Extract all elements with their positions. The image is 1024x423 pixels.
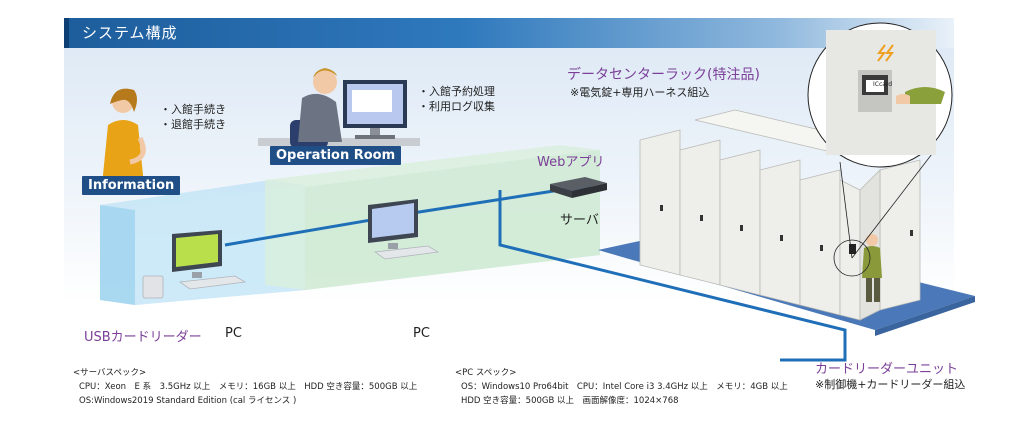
rack-card-reader xyxy=(849,244,856,254)
usb-card-reader xyxy=(142,275,164,299)
rack-cabinets xyxy=(639,109,921,321)
server-label: サーバ xyxy=(560,213,599,228)
title-bar xyxy=(64,18,954,48)
operator-person xyxy=(290,68,342,148)
usb-reader-label: USBカードリーダー xyxy=(84,330,202,345)
server-box xyxy=(550,177,607,198)
pc-spec-heading: <PC スペック> xyxy=(455,368,517,378)
information-bullet-1: ・入館手続き xyxy=(160,103,226,116)
information-bullet-2: ・退館手続き xyxy=(160,118,226,131)
ic-card-label: ICcard xyxy=(873,81,893,88)
card-unit-note: ※制御機+カードリーダー組込 xyxy=(815,378,966,391)
operation-room-bullet-2: ・利用ログ収集 xyxy=(418,100,495,113)
engineer-person xyxy=(862,234,882,302)
pc-spec-line-1: OS：Windows10 Pro64bit CPU：Intel Core i3 … xyxy=(461,382,788,392)
information-bullets: ・入館手続き ・退館手続き xyxy=(160,102,226,132)
zoom-callout xyxy=(807,22,953,168)
page-title: システム構成 xyxy=(82,24,178,42)
pc-label-2: PC xyxy=(413,326,430,341)
operation-room-bullet-1: ・入館予約処理 xyxy=(418,85,495,98)
web-app-label: Webアプリ xyxy=(537,155,605,170)
rack-title: データセンターラック(特注品) xyxy=(567,67,760,83)
operation-room-bullets: ・入館予約処理 ・利用ログ収集 xyxy=(418,84,495,114)
information-label: Information xyxy=(82,176,181,195)
pc-spec: <PC スペック> OS：Windows10 Pro64bit CPU：Inte… xyxy=(455,366,788,408)
information-zone xyxy=(100,180,305,305)
server-spec-line-1: CPU：Xeon E 系 3.5GHz 以上 メモリ：16GB 以上 HDD 空… xyxy=(79,382,418,392)
server-spec-line-2: OS:Windows2019 Standard Edition (cal ライセ… xyxy=(79,396,297,406)
zoom-callout-lines xyxy=(833,149,936,277)
title-accent xyxy=(64,18,69,48)
card-unit-title: カードリーダーユニット xyxy=(815,362,959,377)
rack-handles xyxy=(660,205,913,251)
pc-spec-line-2: HDD 空き容量：500GB 以上 画面解像度：1024×768 xyxy=(461,396,679,406)
server-spec-heading: <サーバスペック> xyxy=(73,368,147,378)
operation-room-label: Operation Room xyxy=(270,146,402,165)
server-spec: <サーバスペック> CPU：Xeon E 系 3.5GHz 以上 メモリ：16G… xyxy=(73,366,417,408)
pc-label-1: PC xyxy=(225,326,242,341)
pc-information xyxy=(172,230,247,290)
rack-note: ※電気錠+専用ハーネス組込 xyxy=(570,86,710,99)
pc-operation xyxy=(368,199,440,260)
receptionist-person xyxy=(102,88,146,188)
